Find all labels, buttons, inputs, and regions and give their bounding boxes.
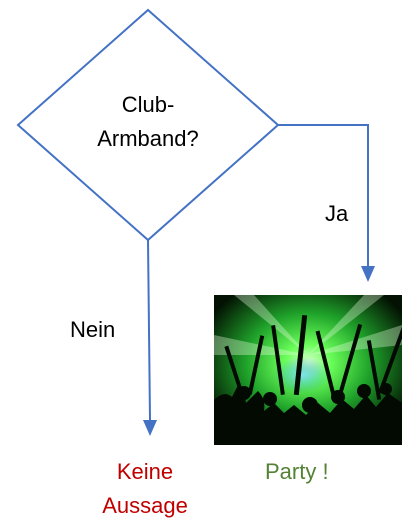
no-result-label: Keine Aussage bbox=[90, 455, 200, 523]
decision-line-2: Armband? bbox=[97, 126, 199, 151]
yes-result-label: Party ! bbox=[265, 459, 329, 484]
no-branch-label: Nein bbox=[70, 317, 116, 342]
yes-connector bbox=[278, 124, 369, 268]
no-result-line-2: Aussage bbox=[102, 493, 188, 518]
yes-branch-label: Ja bbox=[325, 201, 349, 226]
decision-label: Club- Armband? bbox=[88, 88, 208, 156]
party-image bbox=[214, 295, 402, 445]
no-arrowhead bbox=[143, 420, 157, 436]
decision-line-1: Club- bbox=[121, 92, 175, 117]
yes-arrowhead bbox=[361, 266, 375, 282]
no-connector bbox=[147, 239, 151, 421]
no-result-line-1: Keine bbox=[116, 459, 174, 484]
party-crowd-illustration bbox=[214, 295, 402, 445]
